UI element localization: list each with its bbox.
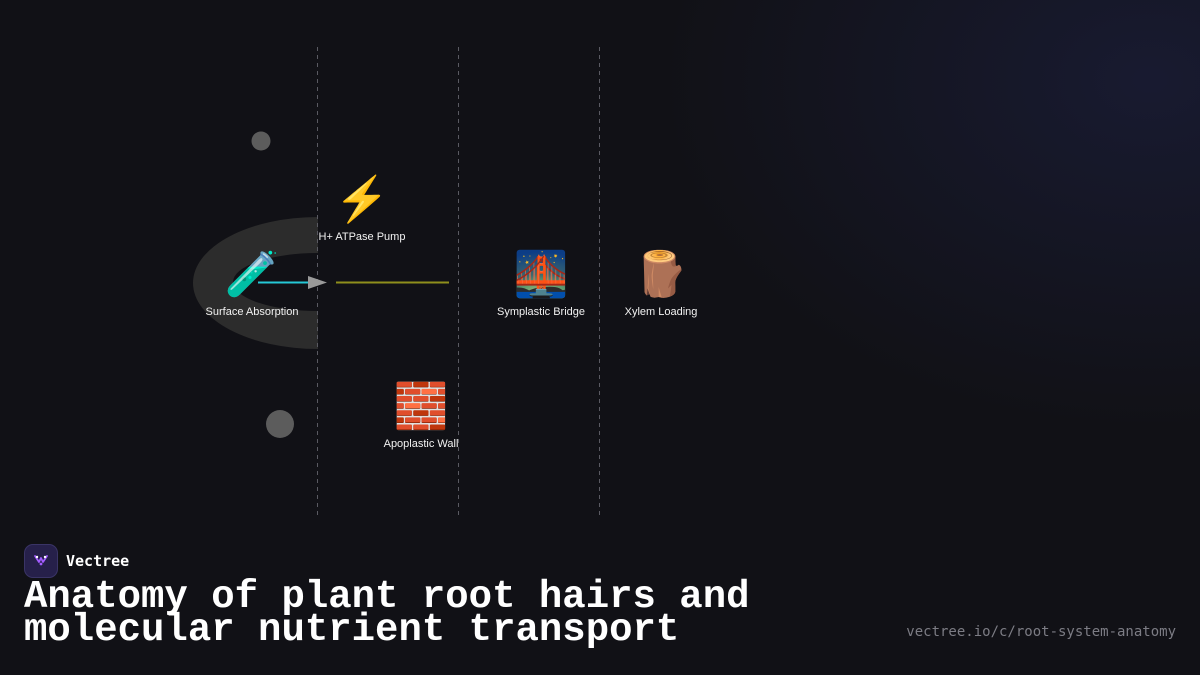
vectree-logo-mark [34, 555, 48, 566]
wood-log-icon: 🪵 [633, 250, 689, 299]
node-apoplastic-wall: 🧱 Apoplastic Wall [384, 382, 459, 450]
page-title: Anatomy of plant root hairs and molecula… [24, 575, 750, 652]
node-label: H+ ATPase Pump [318, 231, 406, 243]
brand[interactable]: Vectree [24, 544, 129, 578]
connector-arrow-head [308, 276, 327, 289]
node-label: Symplastic Bridge [496, 306, 586, 318]
source-url[interactable]: vectree.io/c/root-system-anatomy [906, 624, 1176, 640]
lightning-icon: ⚡ [334, 175, 390, 224]
node-label: Surface Absorption [205, 306, 299, 318]
node-surface-absorption: 🧪 Surface Absorption [206, 250, 299, 318]
node-xylem-loading: 🪵 Xylem Loading [625, 250, 698, 318]
test-tube-icon: 🧪 [224, 250, 280, 299]
diagram-graphics [193, 47, 600, 515]
absorption-ring [193, 217, 318, 349]
brand-name: Vectree [66, 552, 130, 570]
diagram: 🧪 Surface Absorption ⚡ H+ ATPase Pump 🌉 … [193, 47, 698, 515]
bridge-icon: 🌉 [513, 250, 569, 299]
particle-upper [251, 131, 271, 151]
node-label: Xylem Loading [624, 306, 698, 318]
node-symplastic-bridge: 🌉 Symplastic Bridge [497, 250, 585, 318]
brick-wall-icon: 🧱 [393, 382, 449, 431]
particle-lower [266, 410, 294, 438]
node-label: Apoplastic Wall [383, 438, 459, 450]
node-h-atpase-pump: ⚡ H+ ATPase Pump [319, 175, 406, 243]
vectree-logo-icon [24, 544, 58, 578]
